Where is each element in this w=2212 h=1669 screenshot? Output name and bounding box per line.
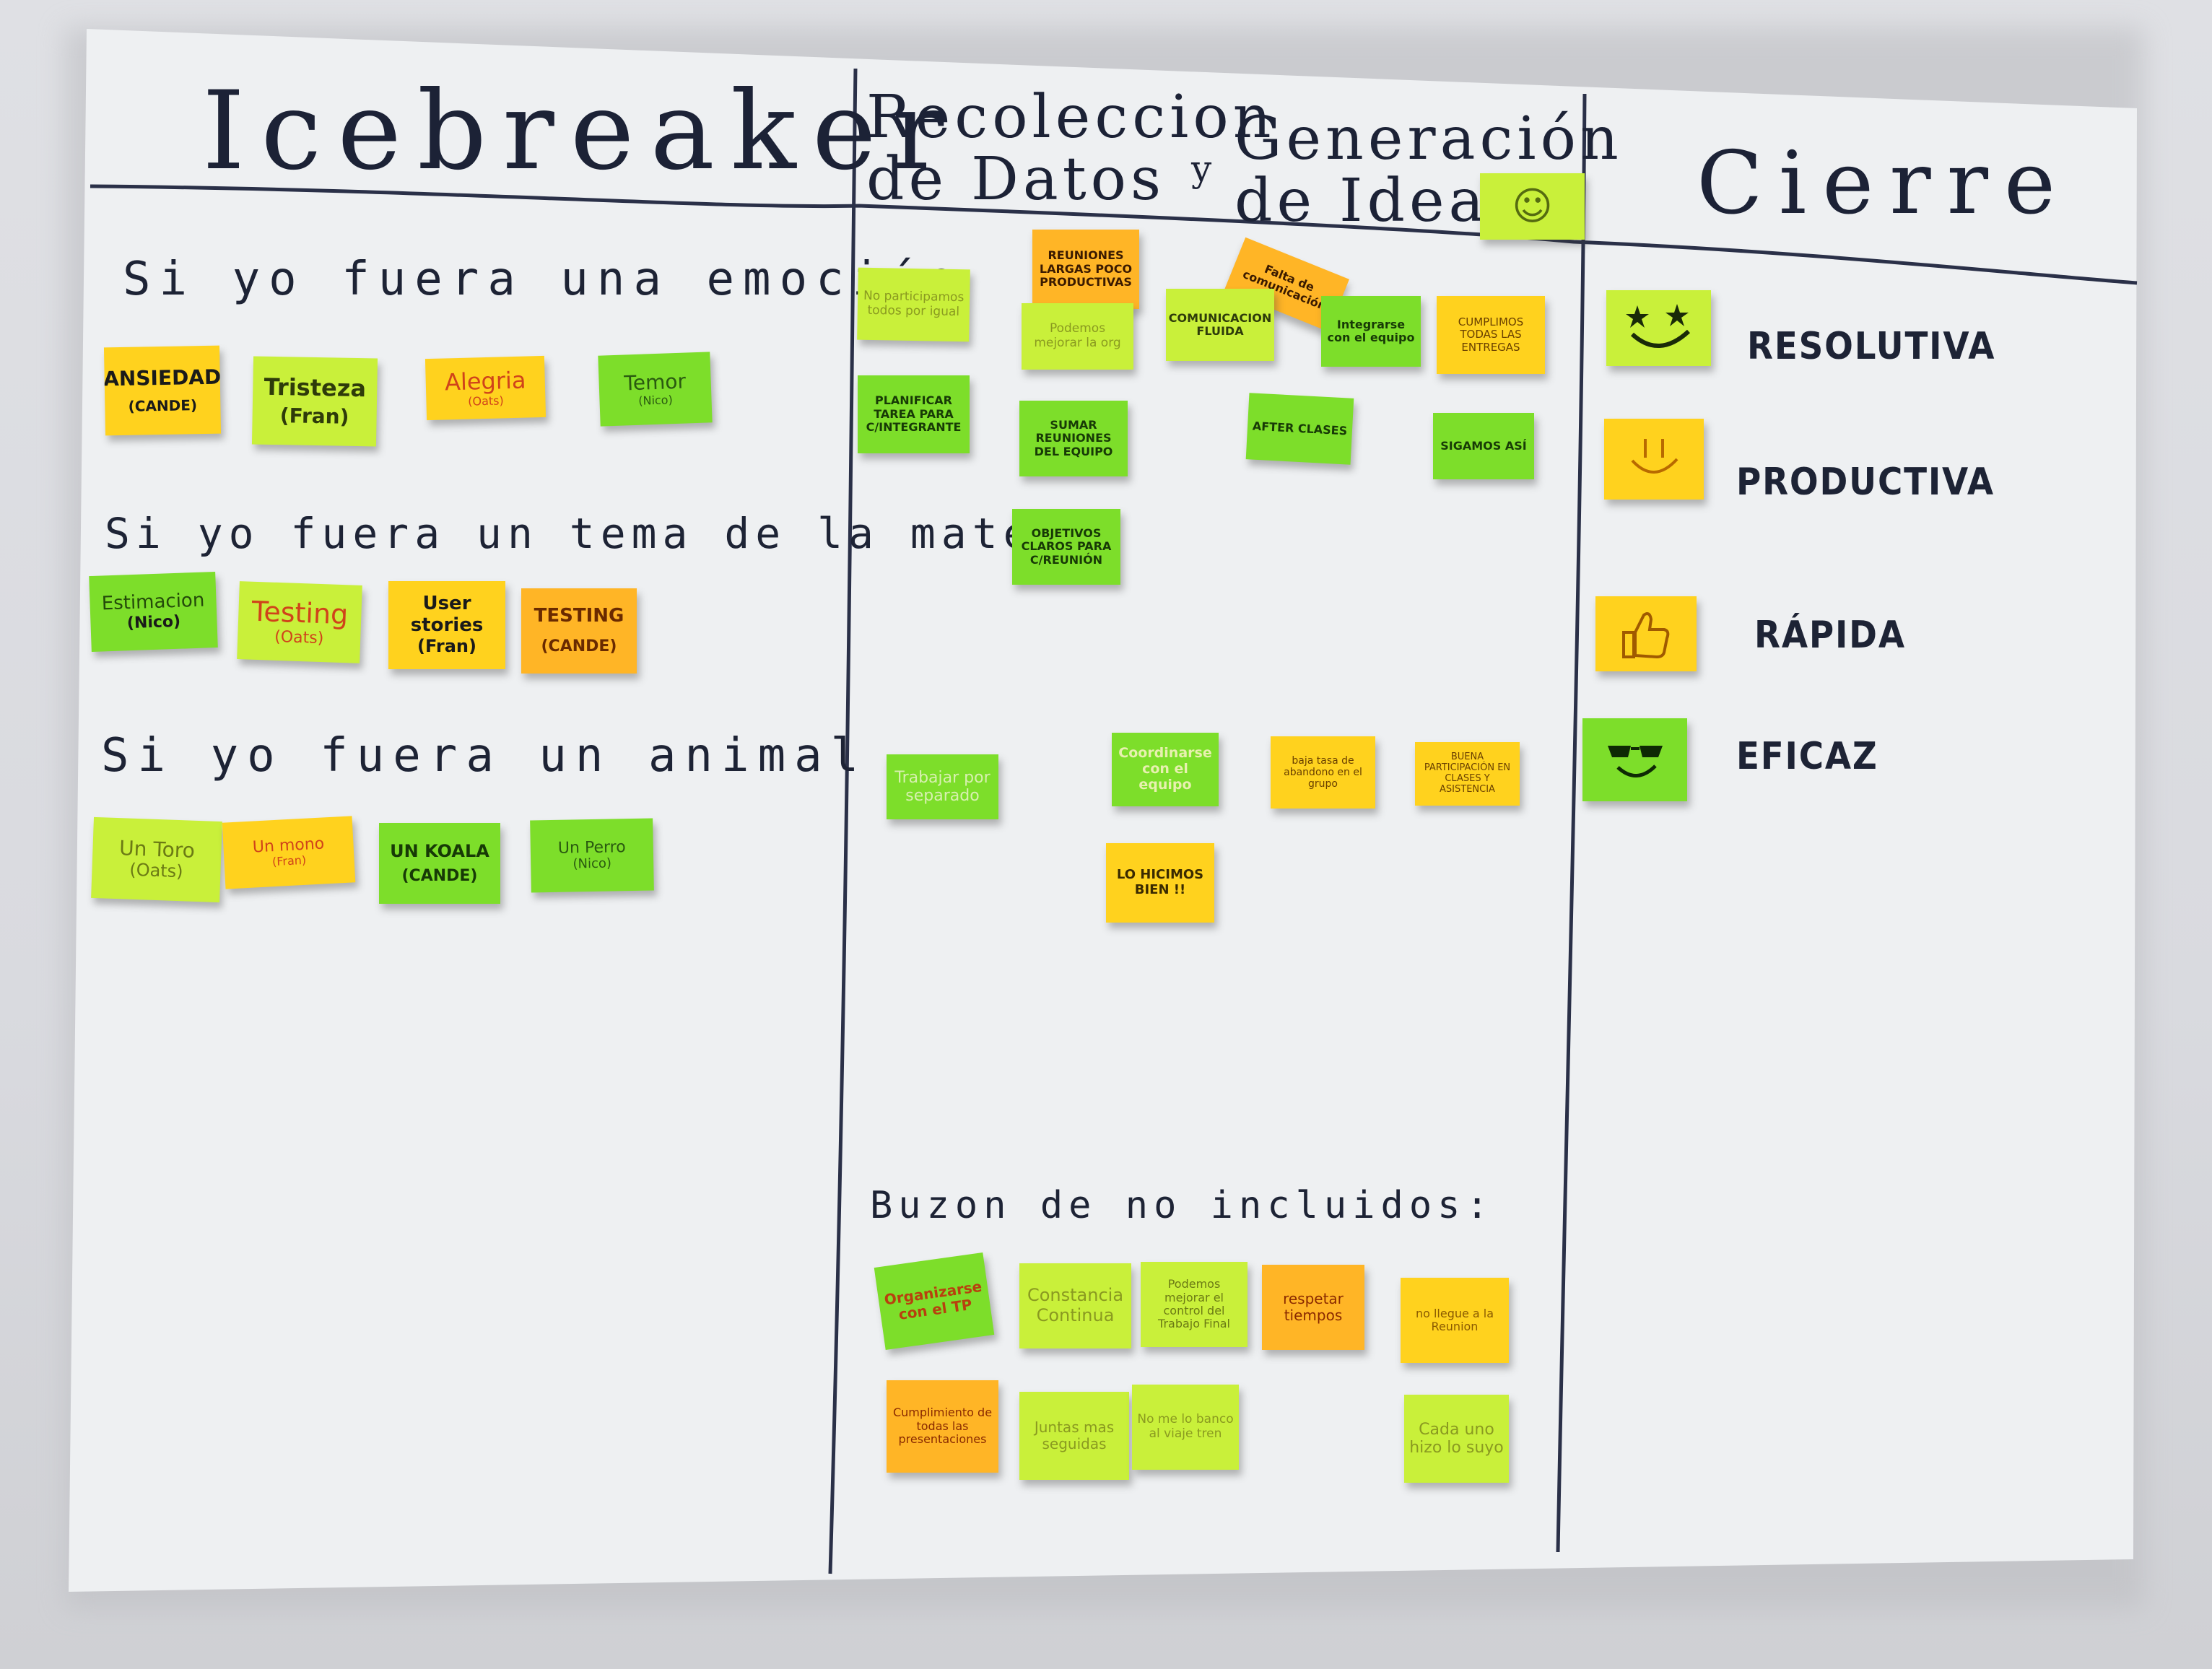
prompt-emocion: Si yo fuera una emoción xyxy=(123,253,962,306)
note-idea-cumplimos: CUMPLIMOS TODAS LAS ENTREGAS xyxy=(1437,296,1545,374)
note-idea-mejorar-org: Podemos mejorar la org xyxy=(1022,303,1133,370)
header-smile-note: ☺ xyxy=(1480,173,1585,240)
note-user-stories: User stories(Fran) xyxy=(388,581,505,669)
note-ansiedad: ANSIEDAD(CANDE) xyxy=(103,345,222,436)
note-idea-after-clases: AFTER CLASES xyxy=(1245,393,1354,465)
title-cierre: Cierre xyxy=(1697,134,2071,234)
note-idea-planificar: PLANIFICAR TAREA PARA C/INTEGRANTE xyxy=(858,375,970,453)
cierre-note-productiva xyxy=(1604,419,1704,500)
note-buzon-cumplimiento: Cumplimiento de todas las presentaciones xyxy=(887,1380,998,1473)
divider-left xyxy=(828,68,858,1574)
note-buzon-cada-uno: Cada uno hizo lo suyo xyxy=(1404,1395,1509,1483)
header-divider xyxy=(90,184,2138,285)
cierre-note-resolutiva xyxy=(1606,290,1711,366)
note-idea-lo-hicimos-bien: LO HICIMOS BIEN !! xyxy=(1106,843,1214,923)
cierre-label-productiva: PRODUCTIVA xyxy=(1736,461,1995,504)
title-recoleccion: Recoleccion de Datos xyxy=(866,83,1276,214)
note-idea-reuniones-largas: REUNIONES LARGAS POCO PRODUCTIVAS xyxy=(1032,230,1139,309)
note-idea-participamos: No participamos todos por igual xyxy=(857,267,970,342)
thumbs-up-icon xyxy=(1622,612,1670,659)
note-un-mono: Un mono(Fran) xyxy=(222,816,356,889)
title-icebreaker: Icebreaker xyxy=(202,69,960,194)
note-buzon-respetar-tiempos: respetar tiempos xyxy=(1262,1265,1364,1350)
note-un-koala: UN KOALA(CANDE) xyxy=(379,823,500,904)
smile-face-icon: ☺ xyxy=(1512,183,1553,229)
note-idea-baja-tasa: baja tasa de abandono en el grupo xyxy=(1271,736,1375,809)
buzon-title: Buzon de no incluidos: xyxy=(870,1184,1494,1227)
cierre-note-rapida xyxy=(1595,596,1697,671)
note-alegria: Alegria(Oats) xyxy=(424,355,547,421)
note-buzon-tren: No me lo banco al viaje tren xyxy=(1132,1385,1239,1470)
note-idea-objetivos-claros: OBJETIVOS CLAROS PARA C/REUNIÓN xyxy=(1012,509,1120,585)
cierre-label-resolutiva: RESOLUTIVA xyxy=(1747,325,1996,368)
note-buzon-control: Podemos mejorar el control del Trabajo F… xyxy=(1141,1262,1247,1347)
note-un-perro: Un Perro(Nico) xyxy=(530,818,654,893)
note-idea-sumar-reuniones: SUMAR REUNIONES DEL EQUIPO xyxy=(1019,401,1128,476)
note-temor: Temor(Nico) xyxy=(598,352,713,427)
title-generacion: Generación de Ideas xyxy=(1235,105,1623,236)
title-y: y xyxy=(1191,148,1216,190)
note-buzon-constancia: Constancia Continua xyxy=(1019,1263,1131,1348)
note-idea-comunicacion-fluida: COMUNICACION FLUIDA xyxy=(1166,289,1274,361)
cierre-note-eficaz xyxy=(1582,718,1687,801)
note-buzon-organizarse: Organizarse con el TP xyxy=(874,1252,995,1351)
note-un-toro: Un Toro(Oats) xyxy=(91,816,222,903)
note-testing-oats: Testing(Oats) xyxy=(237,581,362,663)
note-buzon-juntas: Juntas mas seguidas xyxy=(1019,1392,1129,1480)
smile-face-icon xyxy=(1631,439,1678,474)
note-idea-trabajar-separado: Trabajar por separado xyxy=(887,754,998,819)
note-testing-cande: TESTING(CANDE) xyxy=(521,588,637,674)
prompt-animal: Si yo fuera un animal xyxy=(101,729,868,783)
cierre-label-eficaz: EFICAZ xyxy=(1736,735,1878,778)
note-idea-buena-participacion: BUENA PARTICIPACIÓN EN CLASES Y ASISTENC… xyxy=(1415,742,1520,806)
prompt-tema: Si yo fuera un tema de la materia xyxy=(105,509,1128,558)
star-eyes-face-icon xyxy=(1625,303,1690,348)
cierre-label-rapida: RÁPIDA xyxy=(1754,614,1906,657)
note-idea-integrarse: Integrarse con el equipo xyxy=(1321,296,1421,367)
note-idea-coordinarse: Coordinarse con el equipo xyxy=(1112,733,1219,806)
note-buzon-no-llegue: no llegue a la Reunion xyxy=(1401,1278,1509,1363)
note-estimacion: Estimacion(Nico) xyxy=(89,571,218,653)
sunglasses-face-icon xyxy=(1607,745,1663,777)
note-tristeza: Tristeza(Fran) xyxy=(251,356,378,447)
note-idea-sigamos-asi: SIGAMOS ASÍ xyxy=(1433,413,1534,479)
divider-right xyxy=(1556,93,1587,1553)
